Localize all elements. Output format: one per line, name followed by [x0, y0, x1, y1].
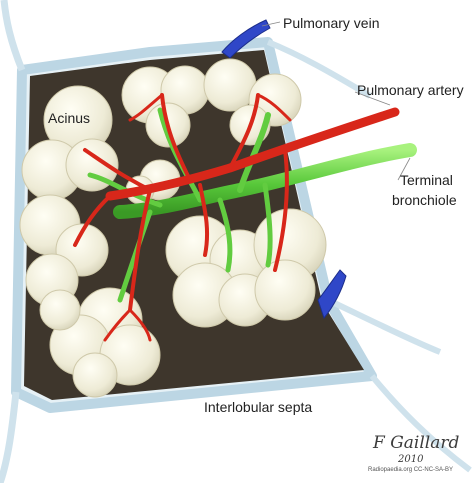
svg-text:F Gaillard: F Gaillard: [372, 433, 459, 453]
pulmonary-vein-label: Pulmonary vein: [283, 15, 380, 31]
terminal-bronchiole-label-line2: bronchiole: [392, 192, 457, 208]
interlobular-septa-label: Interlobular septa: [204, 399, 312, 415]
pulmonary-artery-label: Pulmonary artery: [357, 82, 464, 98]
artist-signature: F Gaillard 2010: [372, 433, 459, 465]
license-credit: Radiopaedia.org CC-NC-SA-BY: [368, 467, 453, 473]
acinus-label: Acinus: [48, 110, 90, 126]
terminal-bronchiole-label-line1: Terminal: [400, 172, 453, 188]
svg-text:2010: 2010: [397, 454, 424, 465]
